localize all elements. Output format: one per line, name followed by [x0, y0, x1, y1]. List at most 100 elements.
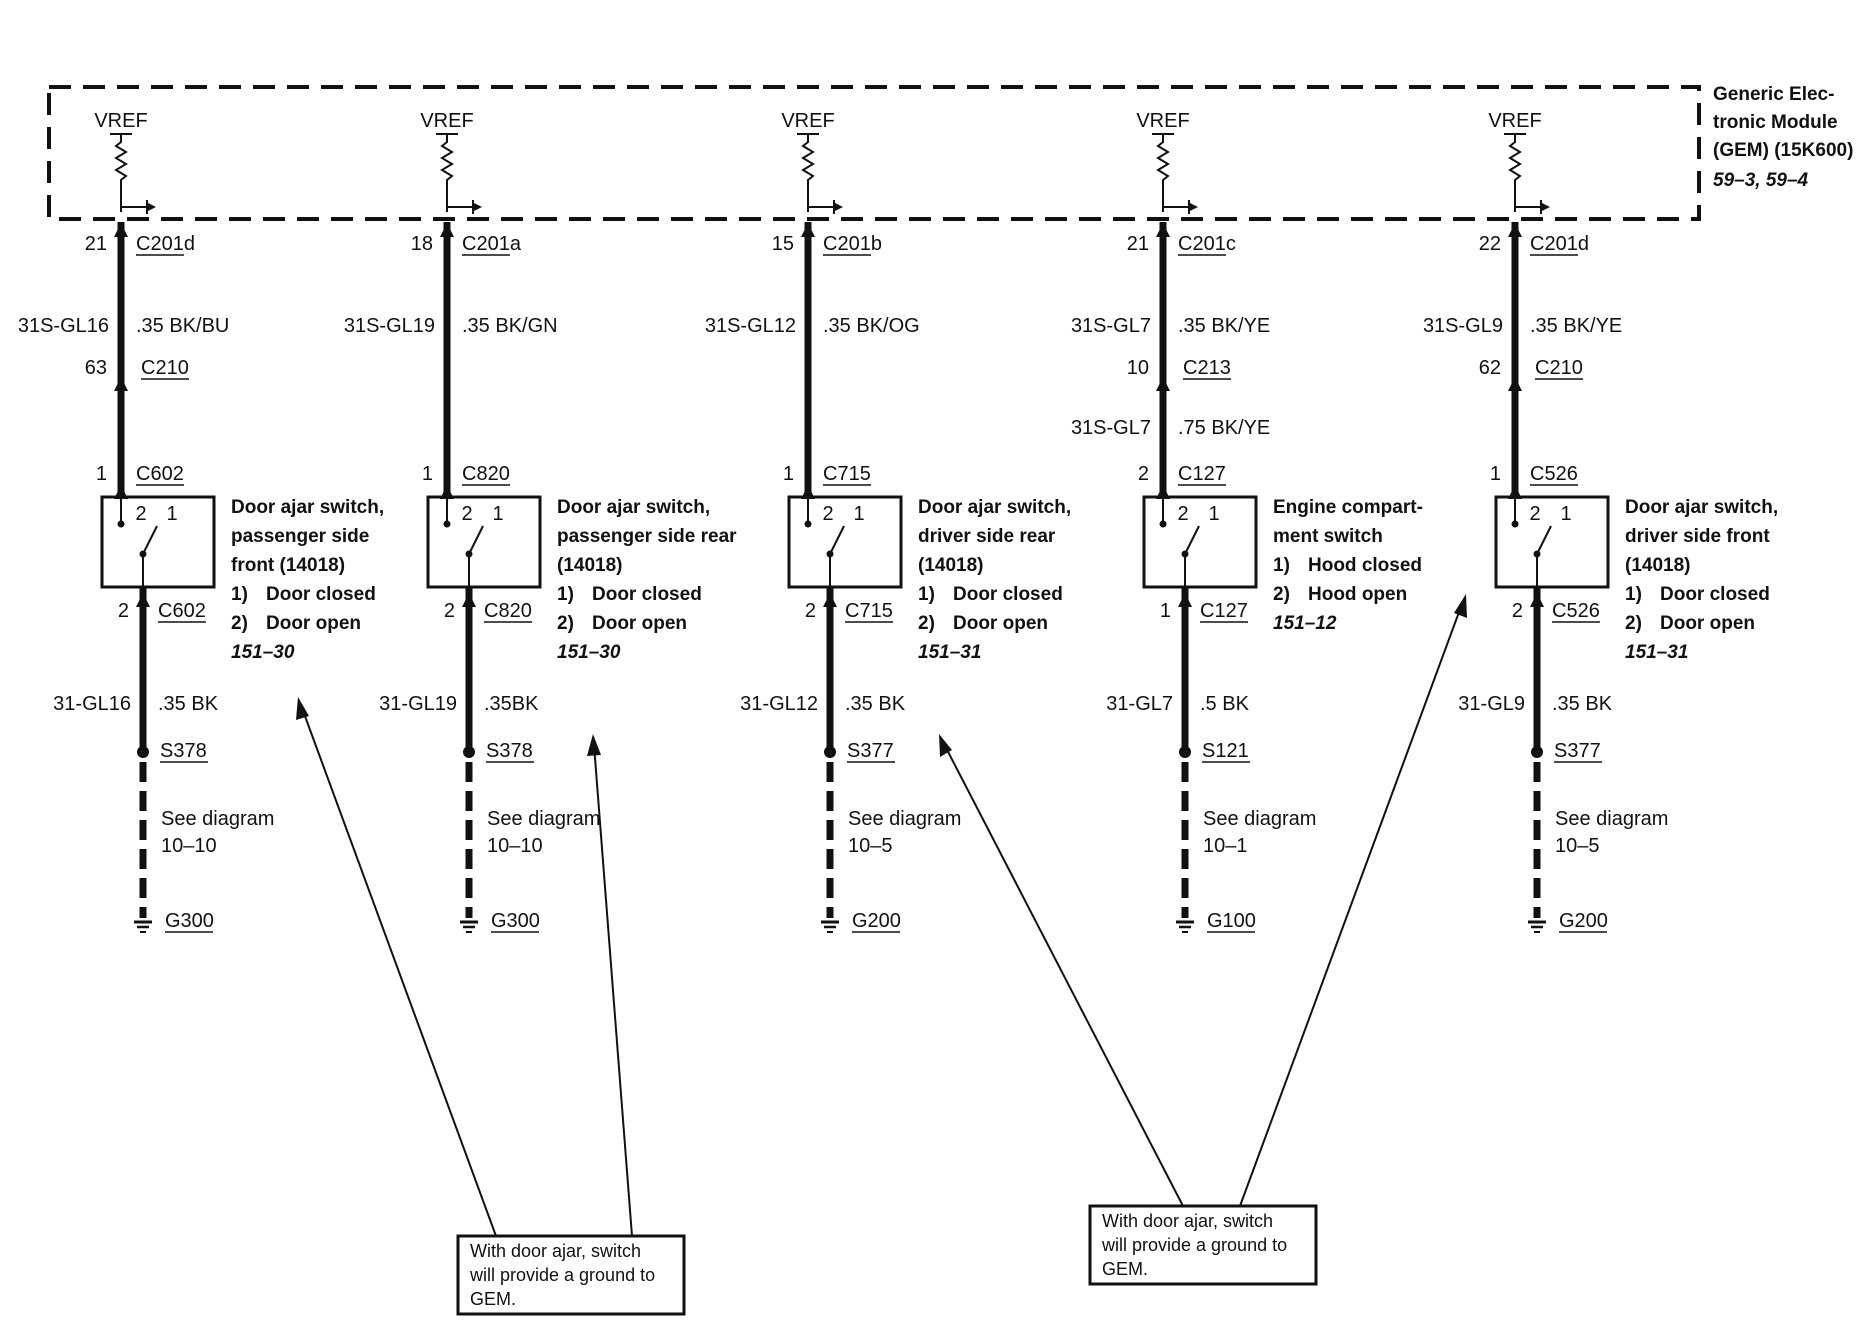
inline-connector-1: C210 [141, 357, 189, 379]
component-label-3: Door ajar switch,driver side rear(14018)… [918, 497, 1071, 663]
callout-1-arrowhead-right [587, 734, 601, 756]
splice-dot-2 [463, 746, 475, 758]
splice-3: S377 [847, 740, 894, 762]
switch-contact-a-4: 2 [1177, 503, 1188, 525]
gem-name-line-3: (GEM) (15K600) [1713, 140, 1853, 161]
switch-contact-a-2: 2 [461, 503, 472, 525]
inline-pin-5: 62 [1479, 357, 1501, 379]
state-2-number: 2) [918, 613, 935, 634]
switch-out-connector-5: C526 [1552, 600, 1600, 622]
splice-dot-3 [824, 746, 836, 758]
component-name-line-2: driver side rear [918, 526, 1056, 547]
ground-2: G300 [491, 910, 540, 932]
switch-out-connector-mark-1 [136, 593, 150, 607]
switch-out-pin-5: 2 [1512, 600, 1523, 622]
callout-1-box [456, 1234, 686, 1316]
inline-connector-mark-4 [1156, 377, 1170, 391]
component-name-line-1: Door ajar switch, [1625, 497, 1778, 518]
switch-in-connector-3: C715 [823, 463, 871, 485]
callout-arrows [296, 594, 1467, 1237]
callout-1-line-1: With door ajar, switch [470, 1241, 641, 1261]
state-2-number: 2) [557, 613, 574, 634]
state-1-text: Hood closed [1308, 555, 1422, 576]
component-name-line-1: Engine compart- [1273, 497, 1423, 518]
inline-connector-mark-5 [1508, 377, 1522, 391]
see-diagram-line-1-3: See diagram [848, 808, 961, 830]
component-name-line-1: Door ajar switch, [231, 497, 384, 518]
gem-input-arrow-1 [148, 203, 156, 211]
switch-in-pin-2: 1 [422, 463, 433, 485]
vref-label-3: VREF [781, 110, 834, 132]
gem-module-boundary [47, 85, 1701, 221]
gem-connector-2: C201a [462, 233, 522, 255]
component-name-line-3: (14018) [1625, 555, 1691, 576]
mid-circuit-4: 31S-GL7 [1071, 417, 1151, 439]
see-diagram-line-1-1: See diagram [161, 808, 274, 830]
inline-connector-5: C210 [1535, 357, 1583, 379]
callout-1-line-3: GEM. [470, 1289, 516, 1309]
switch-box-1 [100, 495, 216, 589]
state-2-text: Hood open [1308, 584, 1407, 605]
component-ref: 151–30 [557, 642, 621, 663]
see-diagram-line-1-4: See diagram [1203, 808, 1316, 830]
gem-connector-3: C201b [823, 233, 882, 255]
switch-out-connector-1: C602 [158, 600, 206, 622]
state-2-number: 2) [231, 613, 248, 634]
component-name-line-1: Door ajar switch, [557, 497, 710, 518]
callout-1-line-2: will provide a ground to [469, 1265, 655, 1285]
state-2-text: Door open [266, 613, 361, 634]
gem-module-label: Generic Elec- tronic Module (GEM) (15K60… [1713, 84, 1853, 191]
switch-in-pin-4: 2 [1138, 463, 1149, 485]
state-1-number: 1) [918, 584, 935, 605]
state-1-text: Door closed [1660, 584, 1770, 605]
callout-1-arrow-right [593, 744, 633, 1237]
component-ref: 151–31 [918, 642, 981, 663]
lower-circuit-2: 31-GL19 [379, 693, 457, 715]
switch-blade-3 [829, 525, 845, 555]
see-diagram-line-2-3: 10–5 [848, 835, 893, 857]
switch-box-5 [1494, 495, 1610, 589]
component-name-line-3: (14018) [557, 555, 623, 576]
gem-pin-5: 22 [1479, 233, 1501, 255]
switch-out-pin-4: 1 [1160, 600, 1171, 622]
splice-dot-5 [1531, 746, 1543, 758]
ground-5: G200 [1559, 910, 1608, 932]
see-diagram-line-2-2: 10–10 [487, 835, 543, 857]
upper-wire-label-4: .35 BK/YE [1178, 315, 1270, 337]
switch-contact-a-5: 2 [1529, 503, 1540, 525]
mid-wire-label-4: .75 BK/YE [1178, 417, 1270, 439]
switch-contact-b-2: 1 [492, 503, 503, 525]
lower-wire-label-1: .35 BK [158, 693, 219, 715]
upper-circuit-4: 31S-GL7 [1071, 315, 1151, 337]
callout-1-arrow-left [301, 707, 497, 1237]
gem-connector-1: C201d [136, 233, 195, 255]
upper-wire-label-3: .35 BK/OG [823, 315, 920, 337]
gem-ref: 59–3, 59–4 [1713, 170, 1809, 191]
gem-pin-4: 21 [1127, 233, 1149, 255]
switch-in-connector-2: C820 [462, 463, 510, 485]
gem-input-arrow-4 [1190, 203, 1198, 211]
switch-contact-dot-a-2 [443, 520, 451, 528]
switch-in-pin-3: 1 [783, 463, 794, 485]
switch-out-connector-4: C127 [1200, 600, 1248, 622]
switch-contact-dot-a-4 [1159, 520, 1167, 528]
state-2-text: Door open [592, 613, 687, 634]
lower-circuit-5: 31-GL9 [1458, 693, 1525, 715]
splice-1: S378 [160, 740, 207, 762]
component-ref: 151–12 [1273, 613, 1337, 634]
state-1-number: 1) [231, 584, 248, 605]
callout-2-arrow-right [1239, 603, 1463, 1207]
switch-in-connector-5: C526 [1530, 463, 1578, 485]
inline-pin-4: 10 [1127, 357, 1149, 379]
gem-pin-2: 18 [411, 233, 433, 255]
callout-2-line-3: GEM. [1102, 1259, 1148, 1279]
switch-in-pin-1: 1 [96, 463, 107, 485]
see-diagram-line-1-2: See diagram [487, 808, 600, 830]
switch-out-connector-mark-5 [1530, 593, 1544, 607]
state-2-text: Door open [1660, 613, 1755, 634]
